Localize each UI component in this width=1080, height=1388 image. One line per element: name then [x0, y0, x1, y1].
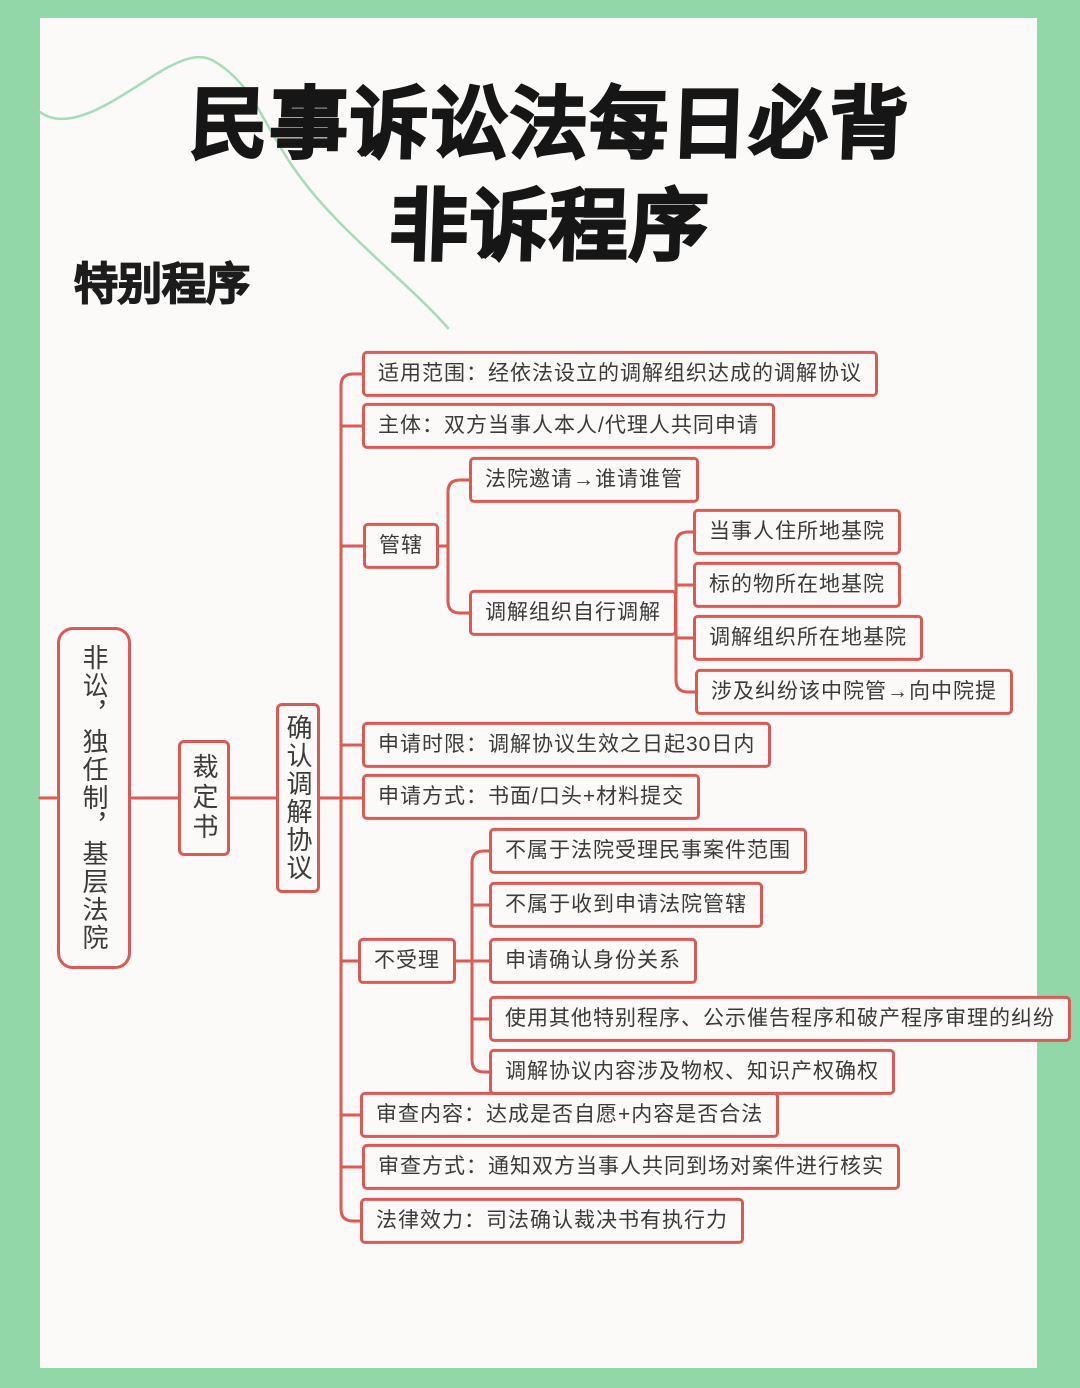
node-scope: 适用范围：经依法设立的调解组织达成的调解协议: [362, 350, 878, 398]
node-rej-identity: 申请确认身份关系: [489, 937, 697, 985]
node-legal-effect: 法律效力：司法确认裁决书有执行力: [360, 1197, 744, 1245]
node-rej-not-jurisdiction: 不属于收到申请法院管辖: [489, 881, 763, 929]
node-org-court: 调解组织所在地基院: [693, 614, 923, 662]
page-title-line1: 民事诉讼法每日必背: [187, 79, 913, 170]
section-label: 特别程序: [73, 259, 251, 310]
node-rej-not-civil: 不属于法院受理民事案件范围: [489, 827, 807, 875]
node-object-court: 标的物所在地基院: [693, 561, 901, 609]
node-residence-court: 当事人住所地基院: [693, 508, 901, 556]
node-review-method: 审查方式：通知双方当事人共同到场对案件进行核实: [362, 1143, 900, 1191]
node-apply-method: 申请方式：书面/口头+材料提交: [362, 773, 701, 821]
node-self-mediation: 调解组织自行调解: [469, 589, 677, 637]
node-rej-property-rights: 调解协议内容涉及物权、知识产权确权: [489, 1048, 895, 1096]
node-root: 非讼，独任制，基层法院: [57, 627, 131, 969]
node-decision: 裁定书: [178, 740, 230, 856]
node-intermediate-court: 涉及纠纷该中院管→向中院提: [695, 668, 1013, 716]
node-rejection: 不受理: [358, 937, 456, 985]
node-jurisdiction: 管辖: [363, 522, 439, 570]
node-court-invite: 法院邀请→谁请谁管: [469, 456, 699, 504]
node-subject: 主体：双方当事人本人/代理人共同申请: [362, 402, 775, 450]
node-confirm-mediation: 确认调解协议: [276, 703, 320, 893]
node-rej-other-procedures: 使用其他特别程序、公示催告程序和破产程序审理的纠纷: [489, 995, 1071, 1043]
node-review-content: 审查内容：达成是否自愿+内容是否合法: [360, 1091, 780, 1139]
node-time-limit: 申请时限：调解协议生效之日起30日内: [362, 721, 772, 769]
